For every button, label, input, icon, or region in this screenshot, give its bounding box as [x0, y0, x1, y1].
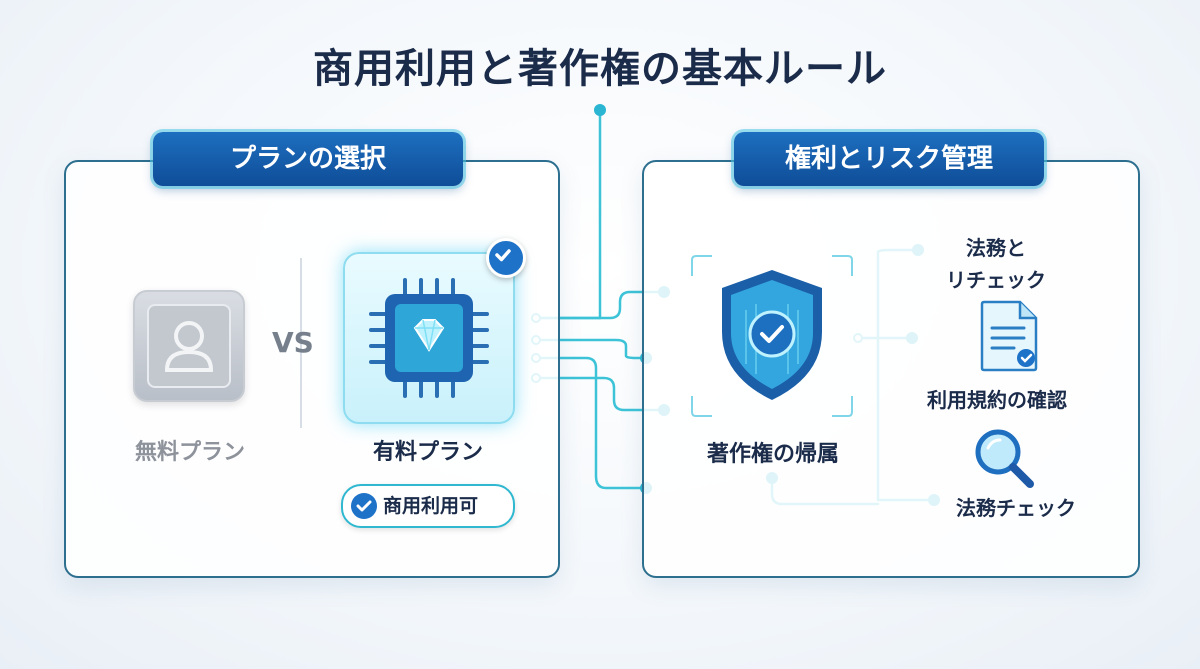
- legal-recheck-label: 法務と リチェック: [938, 232, 1054, 296]
- legal-recheck-line2: リチェック: [946, 268, 1046, 292]
- check-icon: [351, 493, 377, 519]
- plan-selection-heading: プランの選択: [153, 132, 463, 186]
- user-placeholder-icon: [147, 304, 231, 388]
- check-icon: [486, 238, 526, 278]
- commercial-use-label: 商用利用可: [383, 495, 479, 517]
- legal-check-label: 法務チェック: [956, 496, 1076, 520]
- vs-label: VS: [272, 326, 314, 359]
- free-plan-tile: [133, 290, 245, 402]
- divider: [300, 258, 302, 428]
- document-check-icon: [980, 300, 1038, 372]
- commercial-use-badge: 商用利用可: [341, 484, 515, 528]
- paid-plan-label: 有料プラン: [372, 440, 483, 465]
- rights-risk-panel: [642, 160, 1140, 578]
- terms-check-label: 利用規約の確認: [927, 388, 1067, 412]
- rights-risk-heading: 権利とリスク管理: [734, 132, 1044, 186]
- copyright-ownership-label: 著作権の帰属: [706, 442, 839, 467]
- chip-gem-icon: [369, 278, 489, 398]
- legal-recheck-line1: 法務と: [966, 236, 1026, 260]
- paid-plan-tile: [343, 252, 515, 424]
- page-title: 商用利用と著作権の基本ルール: [313, 46, 887, 92]
- free-plan-label: 無料プラン: [134, 440, 245, 465]
- magnifier-icon: [975, 429, 1034, 488]
- shield-check-icon: [691, 255, 853, 417]
